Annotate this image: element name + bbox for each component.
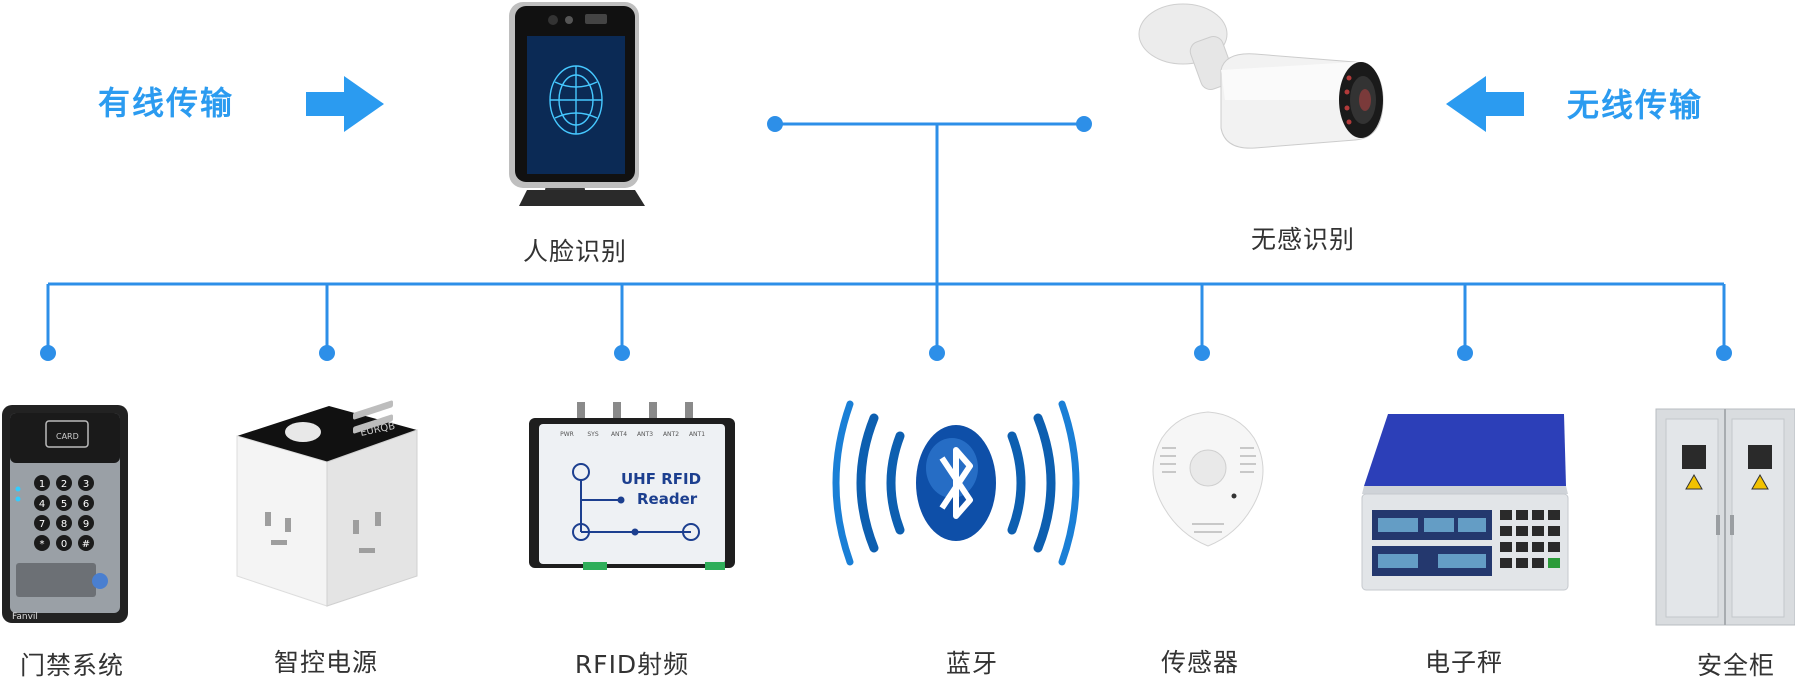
card-text: CARD <box>56 432 79 441</box>
svg-text:8: 8 <box>61 519 67 530</box>
power-label: 智控电源 <box>273 648 379 677</box>
node-dot <box>614 345 630 361</box>
camera-label: 无感识别 <box>1250 225 1356 254</box>
keypad-keys: 1 2 3 4 5 6 7 8 9 * 0 # <box>34 475 94 551</box>
rfid-title-2: Reader <box>637 490 698 508</box>
smart-power-cube-icon: EURQB <box>236 400 418 607</box>
right-arrow-icon <box>306 76 384 132</box>
keypad-brand: Fanvil <box>12 612 38 622</box>
svg-text:ANT3: ANT3 <box>637 431 653 438</box>
svg-text:5: 5 <box>61 499 67 510</box>
wireless-transmission-label: 无线传输 <box>1567 86 1704 124</box>
node-dot <box>1457 345 1473 361</box>
node-dot <box>767 116 783 132</box>
svg-text:#: # <box>82 539 90 550</box>
node-dot <box>40 345 56 361</box>
left-arrow-icon <box>1446 76 1524 132</box>
node-dot <box>1716 345 1732 361</box>
svg-text:7: 7 <box>39 519 45 530</box>
svg-text:PWR: PWR <box>560 431 574 438</box>
scale-label: 电子秤 <box>1424 648 1504 677</box>
rfid-title-1: UHF RFID <box>621 470 701 488</box>
wired-transmission-label: 有线传输 <box>98 84 235 122</box>
bluetooth-label: 蓝牙 <box>945 649 999 678</box>
svg-text:0: 0 <box>61 539 67 550</box>
svg-text:ANT2: ANT2 <box>663 431 679 438</box>
sensor-icon <box>1152 411 1264 547</box>
bluetooth-icon <box>832 400 1080 566</box>
svg-text:4: 4 <box>39 499 45 510</box>
face-recognition-terminal-icon <box>509 2 645 206</box>
safety-cabinet-icon <box>1655 408 1795 626</box>
svg-text:3: 3 <box>83 479 89 490</box>
node-dot <box>1076 116 1092 132</box>
rfid-label: RFID射频 <box>574 650 690 679</box>
electronic-scale-icon <box>1361 414 1569 591</box>
sensor-label: 传感器 <box>1160 648 1240 677</box>
svg-text:*: * <box>40 539 45 550</box>
access-control-keypad-icon: CARD 1 2 3 4 5 6 7 8 9 * 0 # Fanvil <box>2 405 128 623</box>
cabinet-label: 安全柜 <box>1696 651 1776 680</box>
node-dot <box>1194 345 1210 361</box>
svg-text:ANT1: ANT1 <box>689 431 705 438</box>
bullet-camera-icon <box>1138 3 1384 149</box>
rfid-reader-icon: PWR SYS ANT4 ANT3 ANT2 ANT1 UHF RFID Reader <box>529 402 735 570</box>
access-control-label: 门禁系统 <box>19 651 125 680</box>
svg-text:SYS: SYS <box>587 431 598 438</box>
svg-text:9: 9 <box>83 519 89 530</box>
svg-text:ANT4: ANT4 <box>611 431 627 438</box>
svg-text:6: 6 <box>83 499 89 510</box>
svg-text:1: 1 <box>39 479 45 490</box>
svg-text:2: 2 <box>61 479 67 490</box>
node-dot <box>319 345 335 361</box>
face-recognition-label: 人脸识别 <box>522 237 628 266</box>
node-dot <box>929 345 945 361</box>
